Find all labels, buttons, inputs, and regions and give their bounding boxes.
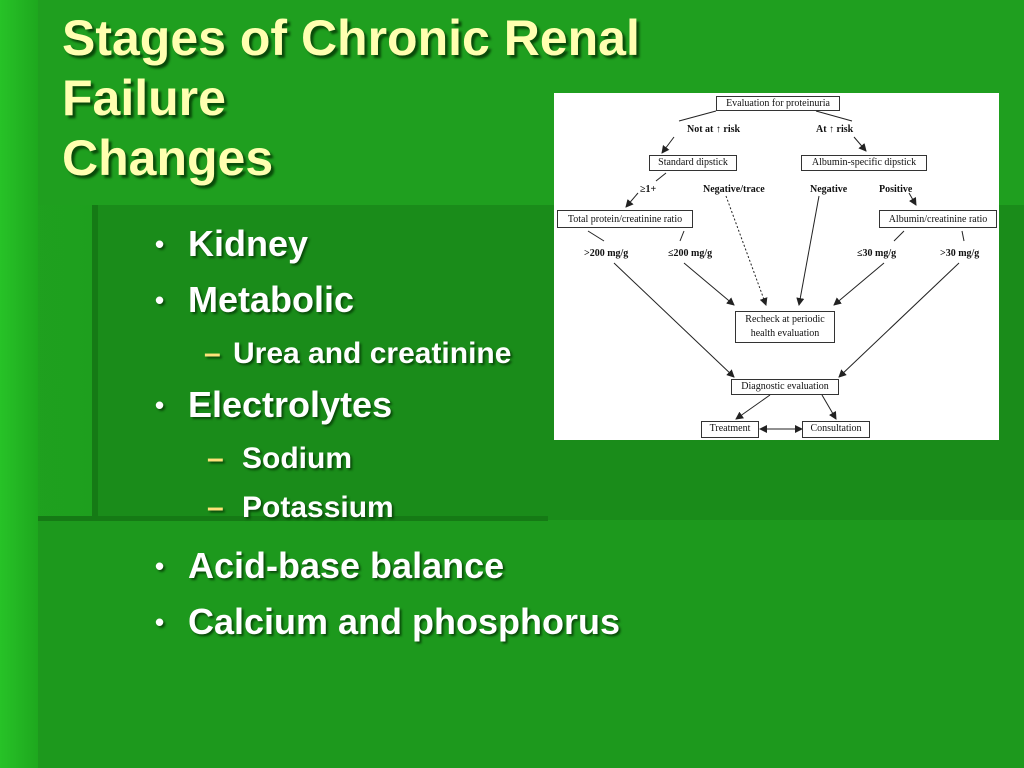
- flowchart-arrow: [683, 262, 735, 306]
- bullet-text: Metabolic: [188, 279, 355, 320]
- bullet-dot-icon: •: [155, 607, 165, 637]
- background-left-strip: [0, 0, 38, 768]
- flowchart-arrow: [961, 230, 965, 242]
- flowchart-arrow: [853, 136, 867, 152]
- sub-bullet-item: – Sodium: [155, 439, 620, 488]
- bullet-text: Electrolytes: [188, 384, 393, 425]
- sub-bullet-text: Potassium: [242, 491, 394, 524]
- box-diagnostic: Diagnostic evaluation: [731, 379, 839, 395]
- flowchart-arrow: [815, 110, 853, 122]
- background-lower-panel-edge: [38, 516, 548, 521]
- label-negative-trace: Negative/trace: [703, 184, 765, 195]
- box-albumin-ratio: Albumin/creatinine ratio: [879, 210, 997, 228]
- label-negative: Negative: [810, 184, 848, 195]
- sub-bullet-item: – Urea and creatinine: [155, 334, 620, 383]
- background-lower-panel: [38, 520, 1024, 768]
- bullet-item: • Acid-base balance: [155, 544, 620, 600]
- box-total-protein: Total protein/creatinine ratio: [557, 210, 693, 228]
- sub-bullet-dash-icon: –: [207, 442, 224, 475]
- box-recheck-line: Recheck at periodic: [745, 314, 825, 325]
- label-gt30: >30 mg/g: [940, 248, 980, 259]
- box-albumin-dipstick: Albumin-specific dipstick: [801, 155, 927, 171]
- bullet-item: • Electrolytes: [155, 383, 620, 439]
- sub-bullet-dash-icon: –: [204, 337, 221, 370]
- flowchart-arrow: [838, 262, 960, 378]
- sub-bullet-text: Urea and creatinine: [233, 337, 512, 370]
- bullet-dot-icon: •: [155, 551, 165, 581]
- flowchart-dotted-arrow: [725, 195, 768, 306]
- bullet-dot-icon: •: [155, 229, 165, 259]
- label-le200: ≤200 mg/g: [668, 248, 713, 259]
- bullet-list: • Kidney • Metabolic – Urea and creatini…: [155, 222, 620, 656]
- bullet-item: • Metabolic: [155, 278, 620, 334]
- flowchart-arrow: [655, 172, 667, 182]
- bullet-text: Kidney: [188, 223, 309, 264]
- label-not-at-risk: Not at ↑ risk: [687, 124, 741, 135]
- bullet-dot-icon: •: [155, 285, 165, 315]
- slide-title: Stages of Chronic Renal Failure Changes: [62, 8, 862, 188]
- flowchart-arrow: [893, 230, 905, 242]
- label-le30: ≤30 mg/g: [857, 248, 897, 259]
- bullet-dot-icon: •: [155, 390, 165, 420]
- box-evaluation: Evaluation for proteinuria: [716, 96, 840, 111]
- label-ge1: ≥1+: [640, 184, 657, 195]
- flowchart-arrows: [587, 110, 965, 433]
- flowchart-arrow: [821, 394, 837, 420]
- title-line: Changes: [62, 130, 274, 186]
- sub-bullet-dash-icon: –: [207, 491, 224, 524]
- bullet-item: • Kidney: [155, 222, 620, 278]
- bullet-text: Acid-base balance: [188, 545, 505, 586]
- flowchart-arrow: [796, 195, 820, 306]
- flowchart-arrow: [735, 394, 771, 420]
- flowchart-arrow: [908, 192, 917, 206]
- flowchart-arrow: [625, 192, 639, 208]
- label-positive: Positive: [879, 184, 913, 195]
- box-recheck: Recheck at periodic health evaluation: [735, 311, 835, 343]
- box-treatment: Treatment: [701, 421, 759, 438]
- label-at-risk: At ↑ risk: [816, 124, 854, 135]
- box-standard-dipstick: Standard dipstick: [649, 155, 737, 171]
- flowchart-arrow: [833, 262, 885, 306]
- bullet-item: • Calcium and phosphorus: [155, 600, 620, 656]
- bullet-text: Calcium and phosphorus: [188, 601, 621, 642]
- flowchart-arrow: [678, 110, 717, 122]
- sub-bullet-item: – Potassium: [155, 488, 620, 544]
- box-recheck-line: health evaluation: [750, 328, 820, 339]
- label-gt200: >200 mg/g: [584, 248, 629, 259]
- proteinuria-flowchart: Evaluation for proteinuria Not at ↑ risk…: [554, 93, 999, 440]
- flowchart-arrow: [613, 262, 735, 378]
- title-line: Failure: [62, 70, 226, 126]
- flowchart-arrow: [587, 230, 605, 242]
- box-consultation: Consultation: [802, 421, 870, 438]
- sub-bullet-text: Sodium: [242, 442, 352, 475]
- flowchart-arrow: [661, 136, 675, 154]
- flowchart-arrow: [679, 230, 685, 242]
- background-panel-edge: [92, 205, 98, 768]
- title-line: Stages of Chronic Renal: [62, 10, 640, 66]
